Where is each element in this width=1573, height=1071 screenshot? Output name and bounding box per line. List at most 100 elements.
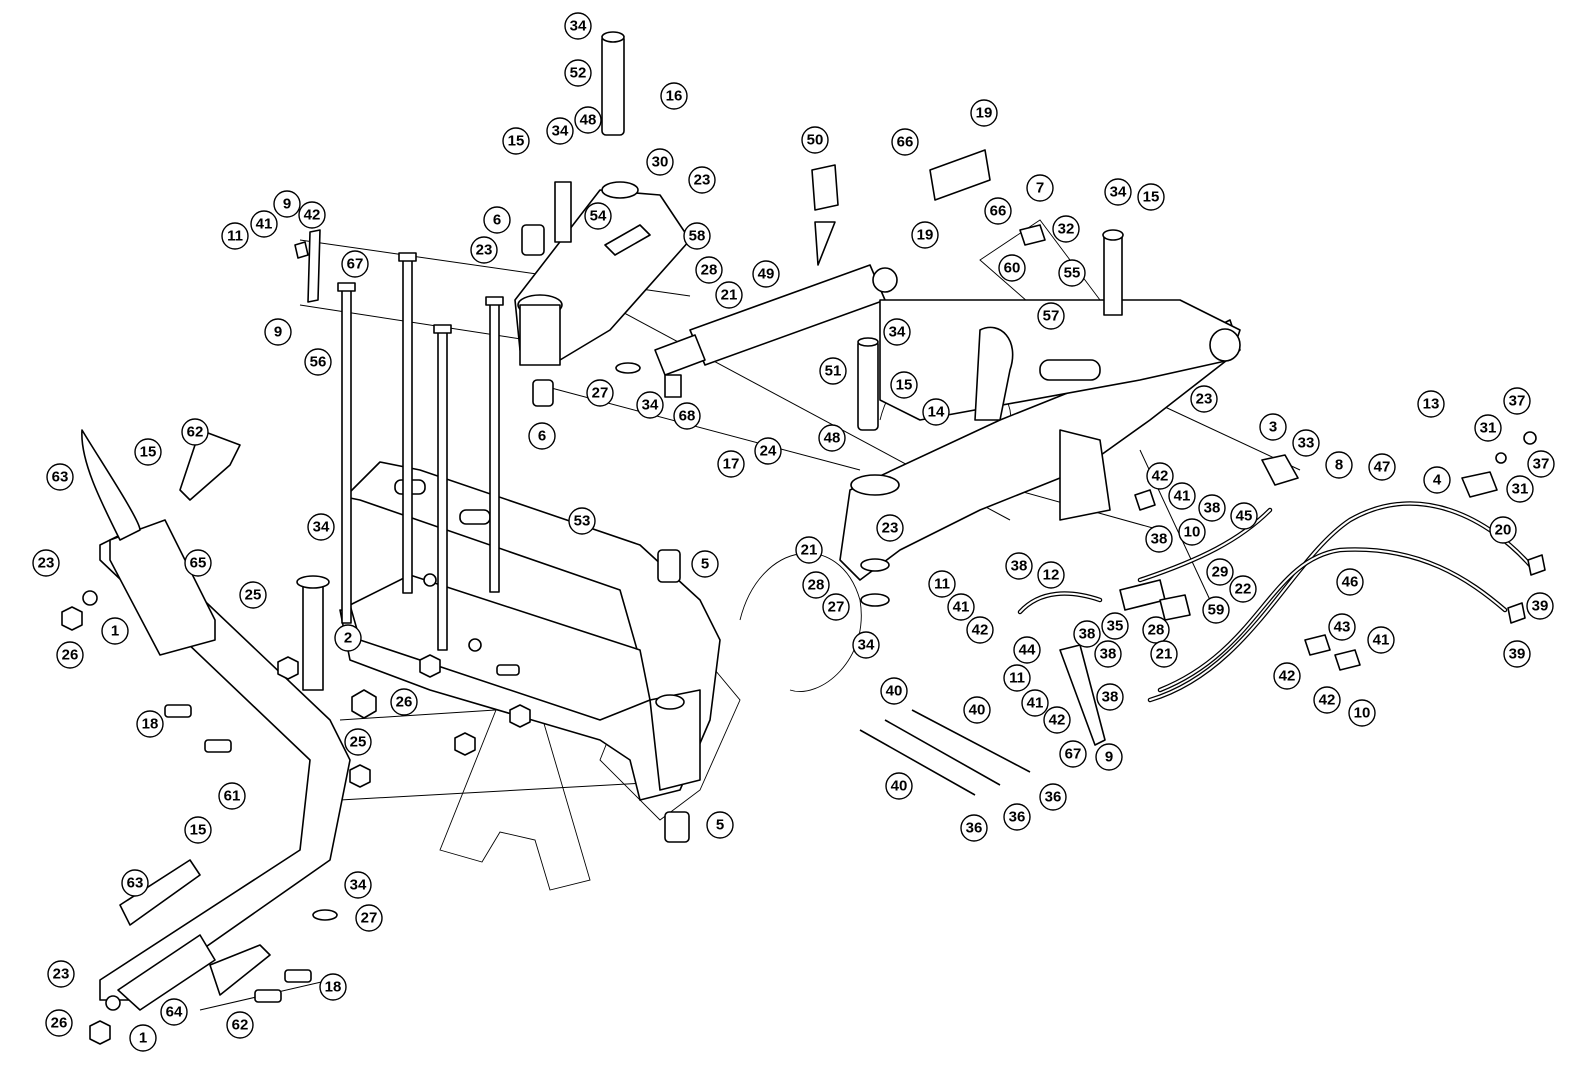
part-callout: 11 — [221, 222, 249, 250]
hoses — [1017, 501, 1533, 703]
callout-number: 1 — [111, 623, 119, 640]
part-callout: 59 — [1202, 596, 1230, 624]
callout-number: 26 — [62, 647, 79, 664]
callout-circle — [966, 616, 994, 644]
part-callout: 9 — [273, 190, 301, 218]
part-callout: 29 — [1206, 558, 1234, 586]
callout-circle — [1348, 699, 1376, 727]
callout-circle — [568, 507, 596, 535]
part-callout: 34 — [344, 871, 372, 899]
part-callout: 36 — [1039, 783, 1067, 811]
callout-number: 23 — [53, 966, 70, 983]
callout-number: 1 — [139, 1030, 147, 1047]
callout-circle — [715, 281, 743, 309]
part-callout: 25 — [239, 581, 267, 609]
part-callout: 49 — [752, 260, 780, 288]
callout-number: 42 — [1049, 712, 1066, 729]
callout-circle — [1336, 568, 1364, 596]
callout-number: 23 — [38, 555, 55, 572]
callout-circle — [754, 437, 782, 465]
part-callout: 15 — [502, 127, 530, 155]
callout-circle — [129, 1024, 157, 1052]
callout-number: 11 — [934, 576, 950, 593]
callout-circle — [688, 166, 716, 194]
callout-number: 49 — [758, 266, 775, 283]
callout-number: 59 — [1208, 602, 1225, 619]
callout-number: 34 — [570, 18, 587, 35]
part-callout: 31 — [1474, 414, 1502, 442]
callout-number: 54 — [590, 208, 607, 225]
callout-number: 23 — [882, 520, 899, 537]
callout-number: 38 — [1102, 689, 1119, 706]
callout-circle — [1526, 592, 1554, 620]
part-callout: 34 — [1104, 178, 1132, 206]
part-callout: 41 — [1021, 689, 1049, 717]
callout-circle — [184, 816, 212, 844]
part-callout: 38 — [1198, 494, 1226, 522]
callout-number: 63 — [127, 875, 144, 892]
callout-number: 67 — [1065, 746, 1082, 763]
part-callout: 28 — [802, 571, 830, 599]
callout-circle — [883, 318, 911, 346]
callout-number: 19 — [917, 227, 934, 244]
callout-number: 34 — [889, 324, 906, 341]
callout-circle — [1146, 462, 1174, 490]
part-callout: 36 — [960, 814, 988, 842]
callout-number: 11 — [227, 228, 243, 245]
callout-number: 53 — [574, 513, 591, 530]
part-callout: 40 — [885, 772, 913, 800]
callout-circle — [45, 1009, 73, 1037]
part-callout: 41 — [1168, 482, 1196, 510]
callout-circle — [1423, 466, 1451, 494]
callout-number: 34 — [642, 397, 659, 414]
callout-circle — [184, 549, 212, 577]
base-frame — [339, 461, 721, 801]
part-callout: 6 — [528, 422, 556, 450]
callout-circle — [795, 536, 823, 564]
callout-number: 2 — [344, 630, 352, 647]
part-callout: 9 — [1095, 743, 1123, 771]
part-callout: 20 — [1489, 516, 1517, 544]
callout-circle — [852, 631, 880, 659]
callout-number: 34 — [858, 637, 875, 654]
part-callout: 47 — [1368, 453, 1396, 481]
callout-circle — [646, 148, 674, 176]
part-callout: 37 — [1503, 387, 1531, 415]
part-callout: 67 — [1059, 740, 1087, 768]
callout-circle — [304, 348, 332, 376]
part-callout: 42 — [298, 201, 326, 229]
callout-number: 10 — [1354, 705, 1371, 722]
callout-circle — [574, 106, 602, 134]
callout-number: 9 — [283, 196, 291, 213]
callout-number: 66 — [990, 203, 1007, 220]
callout-number: 42 — [1152, 468, 1169, 485]
callout-circle — [218, 782, 246, 810]
callout-circle — [160, 998, 188, 1026]
callout-number: 30 — [652, 154, 669, 171]
callout-circle — [264, 318, 292, 346]
callout-number: 5 — [716, 817, 724, 834]
part-callout: 62 — [181, 418, 209, 446]
callout-number: 15 — [896, 377, 913, 394]
part-callout: 39 — [1503, 640, 1531, 668]
callout-number: 63 — [52, 469, 69, 486]
callout-circle — [802, 571, 830, 599]
callout-circle — [1137, 183, 1165, 211]
callout-number: 41 — [1373, 632, 1390, 649]
callout-circle — [706, 811, 734, 839]
part-callout: 18 — [136, 710, 164, 738]
callout-number: 37 — [1509, 393, 1526, 410]
callout-number: 9 — [1105, 749, 1113, 766]
callout-number: 39 — [1509, 646, 1526, 663]
callout-circle — [819, 357, 847, 385]
part-callout: 3 — [1259, 413, 1287, 441]
part-callout: 68 — [673, 402, 701, 430]
part-callout: 30 — [646, 148, 674, 176]
callout-number: 62 — [232, 1017, 249, 1034]
callout-circle — [134, 438, 162, 466]
part-callout: 15 — [184, 816, 212, 844]
callout-circle — [1190, 385, 1218, 413]
callout-number: 41 — [256, 216, 273, 233]
callout-number: 48 — [580, 112, 597, 129]
part-callout: 55 — [1058, 259, 1086, 287]
